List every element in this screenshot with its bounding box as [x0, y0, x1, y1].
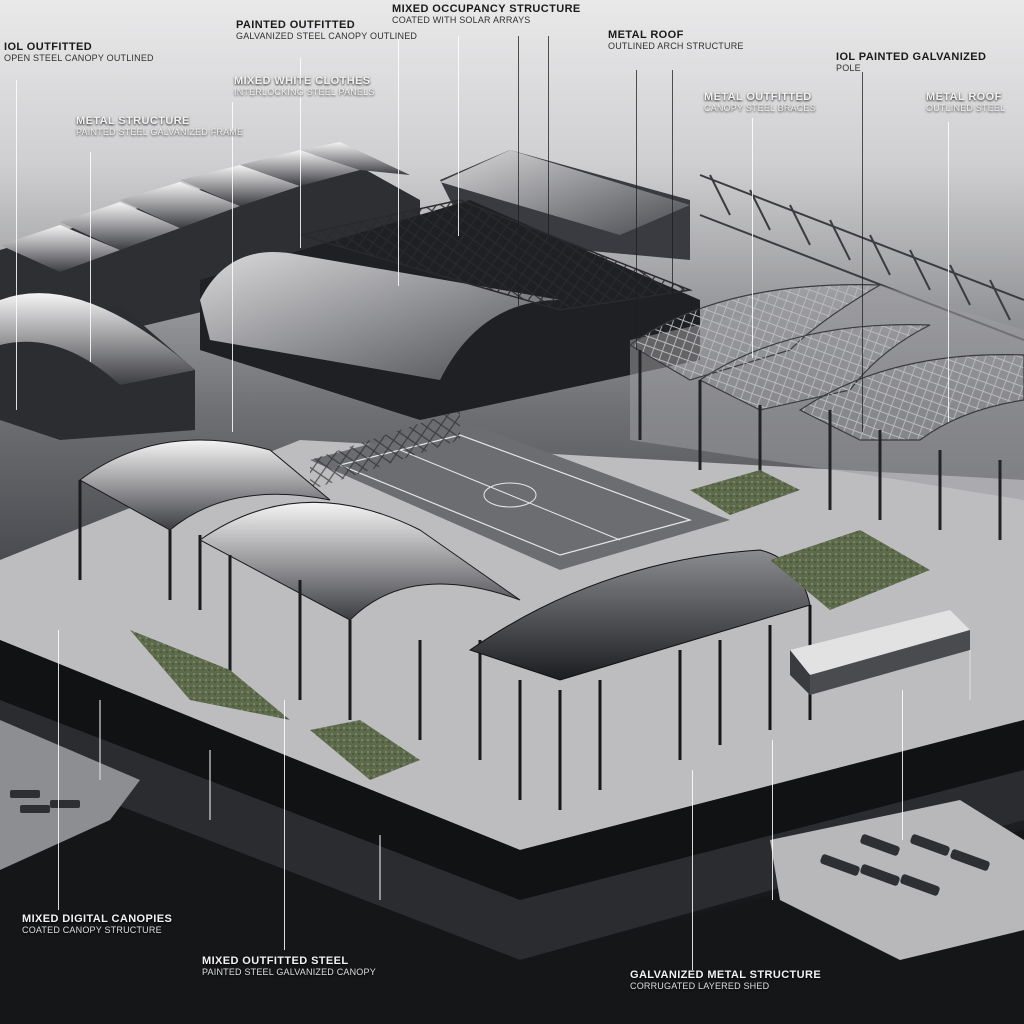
- leader-line: [862, 72, 863, 432]
- leader-line: [284, 700, 285, 950]
- leader-line: [772, 740, 773, 900]
- front-canopy-center: [199, 501, 521, 760]
- leader-line: [458, 36, 459, 236]
- callout-title: IOL OUTFITTED: [4, 41, 93, 53]
- garden-bed-left: [130, 630, 290, 720]
- callout-bottom-left: MIXED DIGITAL CANOPIES COATED CANOPY STR…: [22, 913, 173, 935]
- leader-line: [16, 80, 17, 410]
- callout-subtitle: PAINTED STEEL GALVANIZED FRAME: [76, 126, 244, 137]
- callout-subtitle: CANOPY STEEL BRACES: [704, 102, 816, 113]
- leader-line: [692, 770, 693, 970]
- left-lot: [0, 720, 140, 870]
- arched-hall-left: [0, 293, 195, 440]
- leader-line: [398, 36, 399, 286]
- callout-left-mid: METAL STRUCTURE PAINTED STEEL GALVANIZED…: [76, 115, 244, 137]
- callout-title: METAL OUTFITTED: [704, 91, 812, 103]
- garden-bed-front: [310, 720, 420, 780]
- callout-subtitle: OUTLINED STEEL: [926, 102, 1006, 113]
- callout-top-center: MIXED OCCUPANCY STRUCTURE COATED WITH SO…: [392, 3, 581, 25]
- callout-title: METAL ROOF: [608, 29, 684, 41]
- front-canopy-left: [78, 439, 331, 610]
- callout-subtitle: COATED WITH SOLAR ARRAYS: [392, 14, 531, 25]
- callout-title: METAL ROOF: [926, 91, 1002, 103]
- callout-title: MIXED OUTFITTED STEEL: [202, 955, 349, 967]
- callout-title: MIXED OCCUPANCY STRUCTURE: [392, 3, 581, 15]
- callout-title: GALVANIZED METAL STRUCTURE: [630, 969, 822, 981]
- greenhouse-arches-right: [628, 284, 1024, 540]
- callout-subtitle: CORRUGATED LAYERED SHED: [630, 980, 770, 991]
- callout-top-left: IOL OUTFITTED OPEN STEEL CANOPY OUTLINED: [4, 41, 154, 63]
- leader-line: [518, 36, 519, 306]
- callout-subtitle: COATED CANOPY STRUCTURE: [22, 924, 162, 935]
- callout-right-mid: METAL OUTFITTED CANOPY STEEL BRACES: [704, 91, 816, 113]
- callout-subtitle: POLE: [836, 62, 861, 73]
- callout-upper-left-mid: MIXED WHITE CLOTHES INTERLOCKING STEEL P…: [234, 75, 375, 97]
- leader-line: [548, 36, 549, 236]
- leader-line: [948, 122, 949, 422]
- callout-title: PAINTED OUTFITTED: [236, 19, 356, 31]
- leader-line: [58, 630, 59, 910]
- callout-top-right: METAL ROOF OUTLINED ARCH STRUCTURE: [608, 29, 744, 51]
- callout-bottom-center: MIXED OUTFITTED STEEL PAINTED STEEL GALV…: [202, 955, 376, 977]
- callout-title: MIXED DIGITAL CANOPIES: [22, 913, 173, 925]
- callout-subtitle: PAINTED STEEL GALVANIZED CANOPY: [202, 966, 376, 977]
- low-building-right: [790, 610, 970, 695]
- callout-bottom-right: GALVANIZED METAL STRUCTURE CORRUGATED LA…: [630, 969, 822, 991]
- callout-subtitle: OUTLINED ARCH STRUCTURE: [608, 40, 744, 51]
- callout-subtitle: GALVANIZED STEEL CANOPY OUTLINED: [236, 30, 418, 41]
- leader-line: [672, 70, 673, 300]
- street-lamps: [99, 650, 971, 900]
- callout-title: MIXED WHITE CLOTHES: [234, 75, 371, 87]
- callout-top-center-left: PAINTED OUTFITTED GALVANIZED STEEL CANOP…: [236, 19, 418, 41]
- leader-line: [752, 118, 753, 358]
- lower-plaza: [0, 760, 1024, 1024]
- leader-line: [90, 152, 91, 362]
- front-canopy-right: [468, 549, 812, 810]
- lattice-hall-center: [200, 199, 700, 420]
- football-pitch: [310, 410, 730, 570]
- callout-subtitle: INTERLOCKING STEEL PANELS: [234, 86, 375, 97]
- garden-bed-center: [770, 530, 930, 610]
- garden-bed-mid: [690, 470, 800, 515]
- parking-cars: [10, 790, 990, 896]
- leader-line: [300, 58, 301, 248]
- callout-subtitle: OPEN STEEL CANOPY OUTLINED: [4, 52, 154, 63]
- leader-line: [636, 70, 637, 350]
- leader-line: [902, 690, 903, 840]
- callout-title: IOL PAINTED GALVANIZED: [836, 51, 987, 63]
- callout-right-upper: IOL PAINTED GALVANIZED POLE: [836, 51, 987, 73]
- callout-title: METAL STRUCTURE: [76, 115, 190, 127]
- callout-far-right: METAL ROOF OUTLINED STEEL: [926, 91, 1006, 113]
- leader-line: [232, 102, 233, 432]
